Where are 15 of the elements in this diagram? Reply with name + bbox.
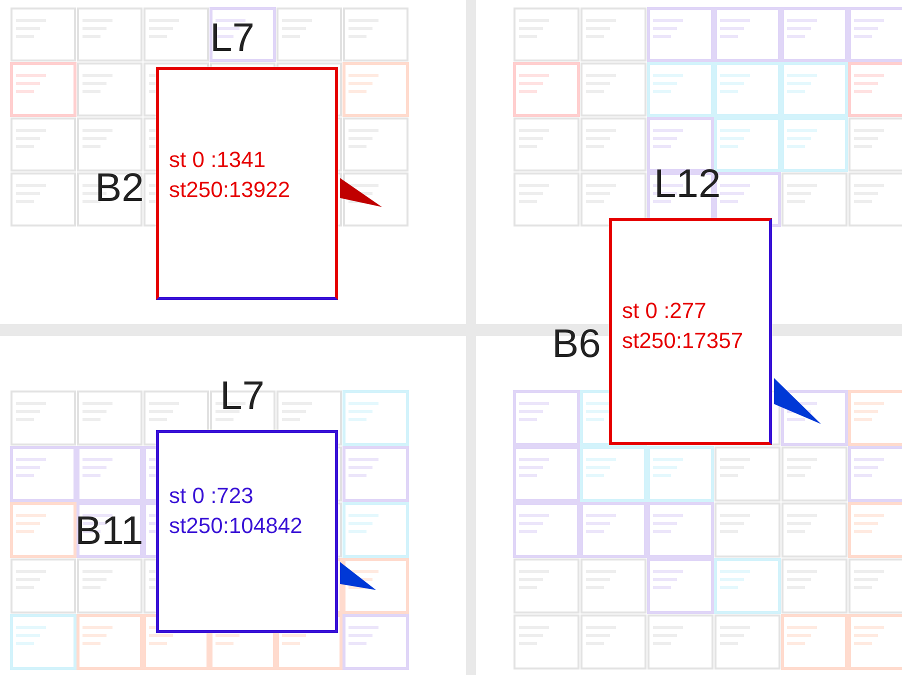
layer-label: L7 [220,376,264,416]
stat-text: st 0 :1341 [169,146,267,174]
row-label: B11 [75,511,144,551]
stat-text: st250:104842 [169,512,304,540]
row-label: B6 [552,324,601,364]
stat-text: st 0 :723 [169,482,254,510]
stat-text: st 0 :277 [622,297,708,325]
stat-text: st250:13922 [169,176,292,204]
callout-box [156,67,338,300]
row-label: B2 [95,168,144,208]
callout-box [609,218,772,445]
layer-label: L12 [654,164,721,204]
layer-label: L7 [210,18,254,58]
stat-text: st250:17357 [622,327,744,355]
callout-box [156,430,338,633]
